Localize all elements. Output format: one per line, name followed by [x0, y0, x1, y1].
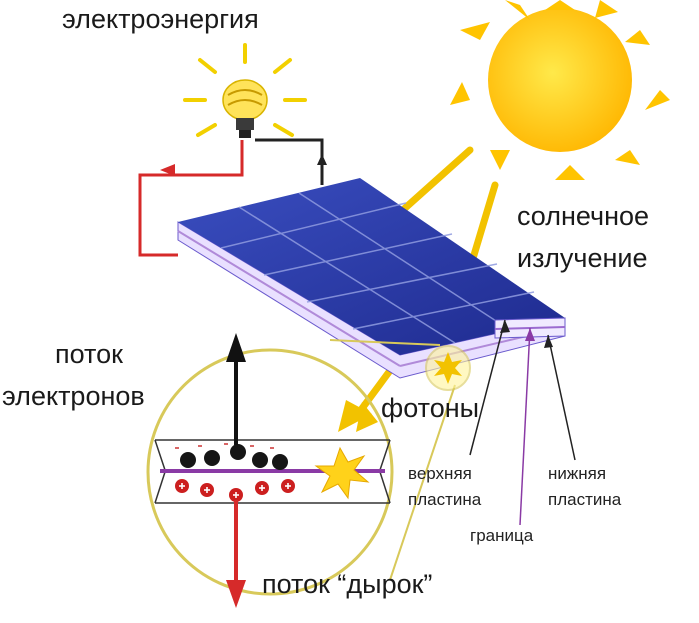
solar-radiation-label-1: солнечное [517, 201, 650, 231]
hole-flow-arrow [226, 500, 246, 608]
current-arrow-red [160, 164, 175, 176]
photons-label: фотоны [381, 393, 480, 423]
upper-plate-label-1: верхняя [408, 464, 472, 483]
current-arrow-black [317, 154, 327, 185]
light-bulb-icon [183, 43, 307, 138]
electron-flow-arrow [226, 333, 246, 445]
electron-signs [175, 443, 274, 449]
layer-pointer-heads [500, 320, 553, 348]
lower-plate-label-2: пластина [548, 490, 622, 509]
solar-radiation-label-2: излучение [517, 243, 648, 273]
lower-plate-label-1: нижняя [548, 464, 607, 483]
boundary-label: граница [470, 526, 534, 545]
zoom-small-circle [425, 345, 471, 391]
upper-plate-label-2: пластина [408, 490, 482, 509]
layer-pointer-lines [469, 319, 576, 526]
electrons [180, 444, 288, 470]
photon-burst-icon [314, 446, 370, 500]
zoom-circle [146, 348, 394, 596]
hole-flow-label: поток “дырок” [262, 569, 433, 599]
electricity-label: электроэнергия [62, 4, 259, 34]
electron-flow-label-1: поток [55, 339, 123, 369]
sun-icon [450, 0, 670, 180]
holes [175, 479, 295, 502]
electron-flow-label-2: электронов [2, 381, 145, 411]
zoom-connector [329, 339, 456, 581]
